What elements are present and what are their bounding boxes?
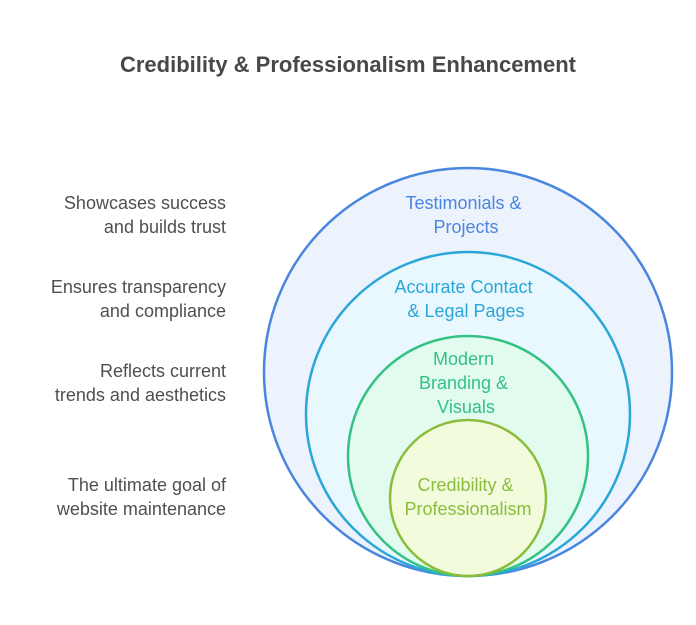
description-line: website maintenance (56, 499, 226, 519)
layer-label-contact-legal: Accurate Contact & Legal Pages (394, 277, 537, 321)
description-testimonials: Showcases success and builds trust (0, 191, 226, 239)
description-line: and compliance (99, 301, 226, 321)
layer-label-credibility: Credibility & Professionalism (404, 475, 531, 519)
layer-circle-credibility (388, 418, 548, 578)
label-line: Accurate Contact (394, 277, 532, 297)
label-line: Visuals (437, 397, 495, 417)
diagram-title: Credibility & Professionalism Enhancemen… (119, 52, 576, 77)
layer-label-testimonials: Testimonials & Projects (405, 193, 526, 237)
description-line: Ensures transparency (50, 277, 226, 297)
label-line: Testimonials & (405, 193, 521, 213)
label-line: Credibility & (417, 475, 513, 495)
description-line: The ultimate goal of (67, 475, 226, 495)
description-credibility: The ultimate goal of website maintenance (0, 473, 226, 521)
description-line: and builds trust (103, 217, 226, 237)
label-line: Projects (433, 217, 498, 237)
layer-label-branding: Modern Branding & Visuals (419, 349, 513, 417)
description-contact-legal: Ensures transparency and compliance (0, 275, 226, 323)
label-line: & Legal Pages (407, 301, 524, 321)
label-line: Professionalism (404, 499, 531, 519)
description-line: Reflects current (99, 361, 226, 381)
description-branding: Reflects current trends and aesthetics (0, 359, 226, 407)
label-line: Branding & (419, 373, 508, 393)
label-line: Modern (433, 349, 494, 369)
description-line: Showcases success (63, 193, 226, 213)
description-line: trends and aesthetics (54, 385, 226, 405)
